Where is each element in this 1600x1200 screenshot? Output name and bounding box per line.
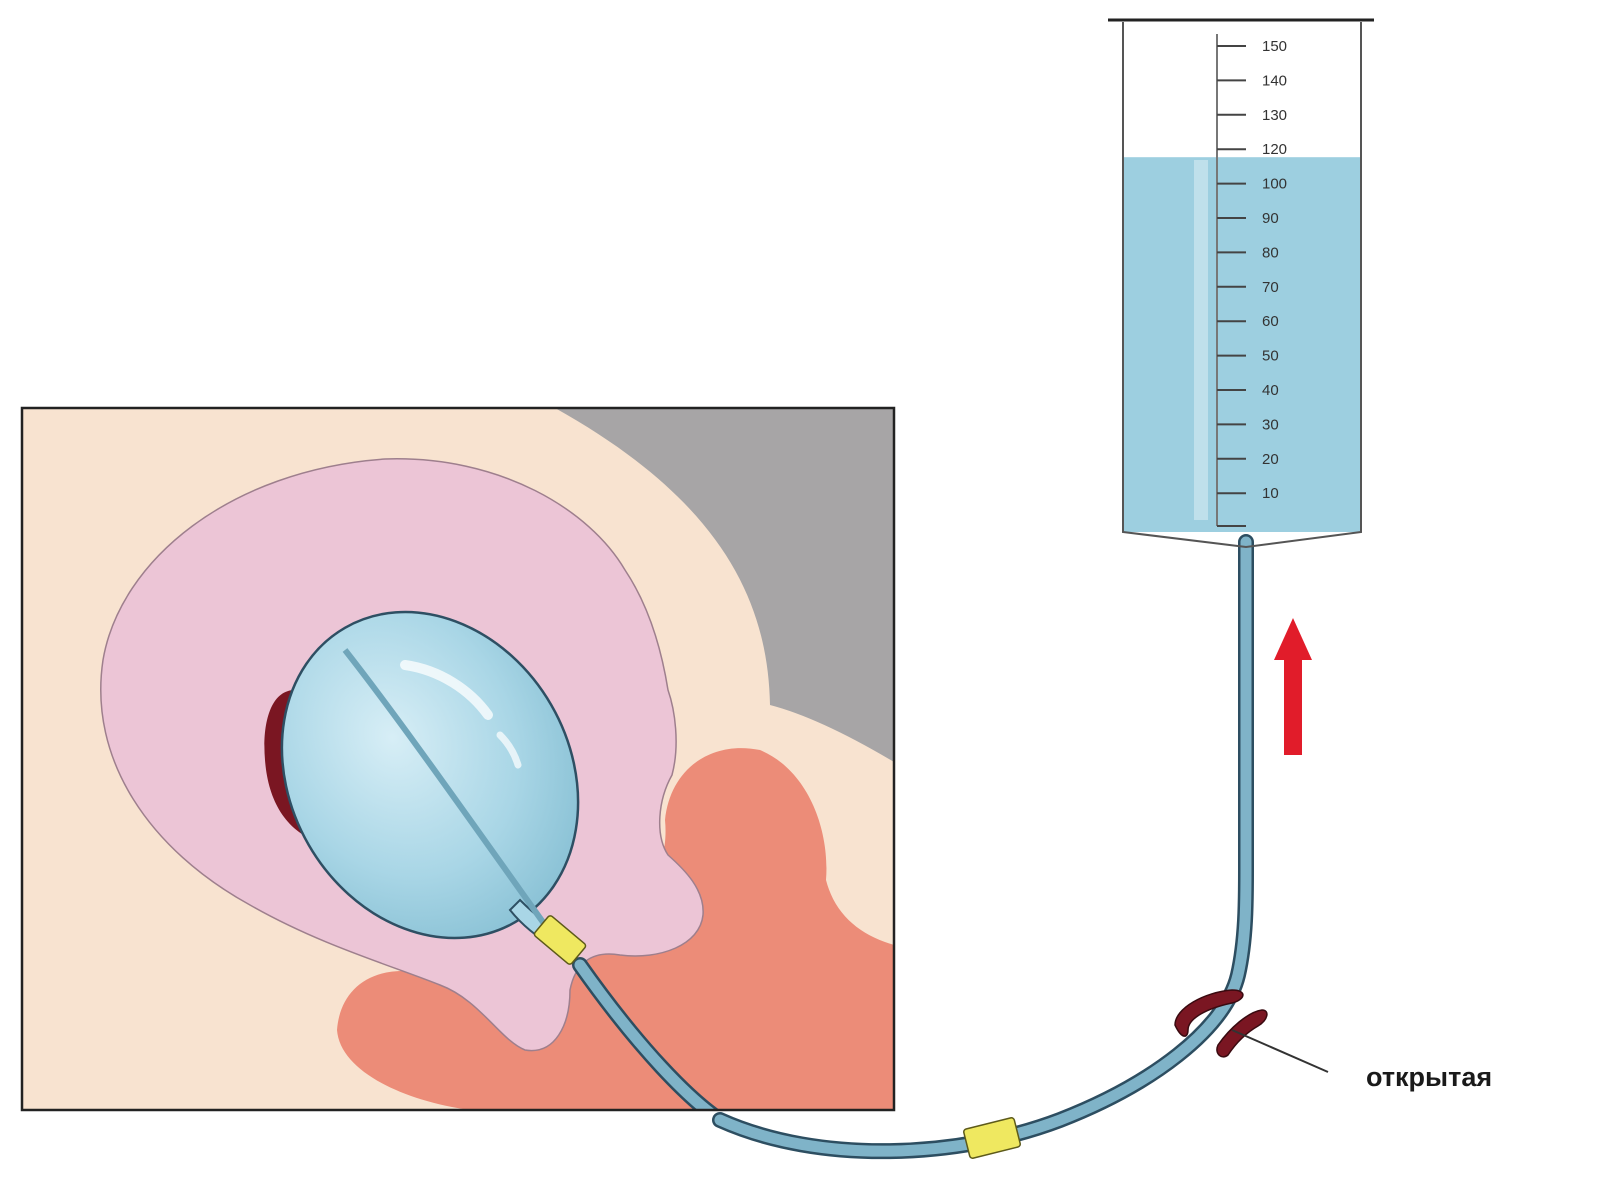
callout-label: открытая: [1366, 1062, 1492, 1092]
scale-tick-label: 40: [1262, 382, 1279, 399]
connector-lower: [963, 1117, 1021, 1159]
balloon: [280, 610, 580, 940]
anatomy-panel-border: [20, 406, 896, 1112]
balloon-highlight-small: [496, 731, 522, 769]
scale-tick-label: 90: [1262, 210, 1279, 227]
scale-tick-label: 30: [1262, 416, 1279, 433]
balloon-highlight: [400, 660, 493, 720]
catheter-in-panel-inner: [574, 959, 716, 1110]
bladder-region: [555, 408, 894, 762]
graduated-cylinder: 150 140 130 120 100 90 80 70 60 50 40 30 20 10: [1108, 18, 1374, 549]
anatomy-panel: [22, 408, 894, 1110]
scale-tick-label: 130: [1262, 107, 1287, 124]
scale-tick-label: 20: [1262, 451, 1279, 468]
scale-tick-label: 150: [1262, 38, 1287, 55]
callout-leader: [1231, 1029, 1329, 1073]
scale-tick-label: 60: [1262, 313, 1279, 330]
scale-tick-label: 100: [1262, 176, 1287, 193]
scale-tick-label: 70: [1262, 279, 1279, 296]
flow-arrow-up: [1274, 618, 1312, 755]
scale-tick-label: 120: [1262, 141, 1287, 158]
scale-ticks: 150 140 130 120 100 90 80 70 60 50 40 30 20 10: [1217, 38, 1287, 527]
scale-tick-label: 140: [1262, 72, 1287, 89]
drainage-tube: [714, 536, 1252, 1157]
scale-tick-label: 50: [1262, 348, 1279, 365]
cylinder-body: [1122, 22, 1362, 549]
connector-upper: [533, 915, 587, 965]
scale-tick-label: 80: [1262, 244, 1279, 261]
catheter-internal: [342, 648, 548, 927]
cylinder-shine: [1194, 160, 1208, 520]
cylinder-liquid: [1123, 157, 1361, 532]
scale-tick-label: 10: [1262, 485, 1279, 502]
tissue-region: [337, 748, 894, 1110]
